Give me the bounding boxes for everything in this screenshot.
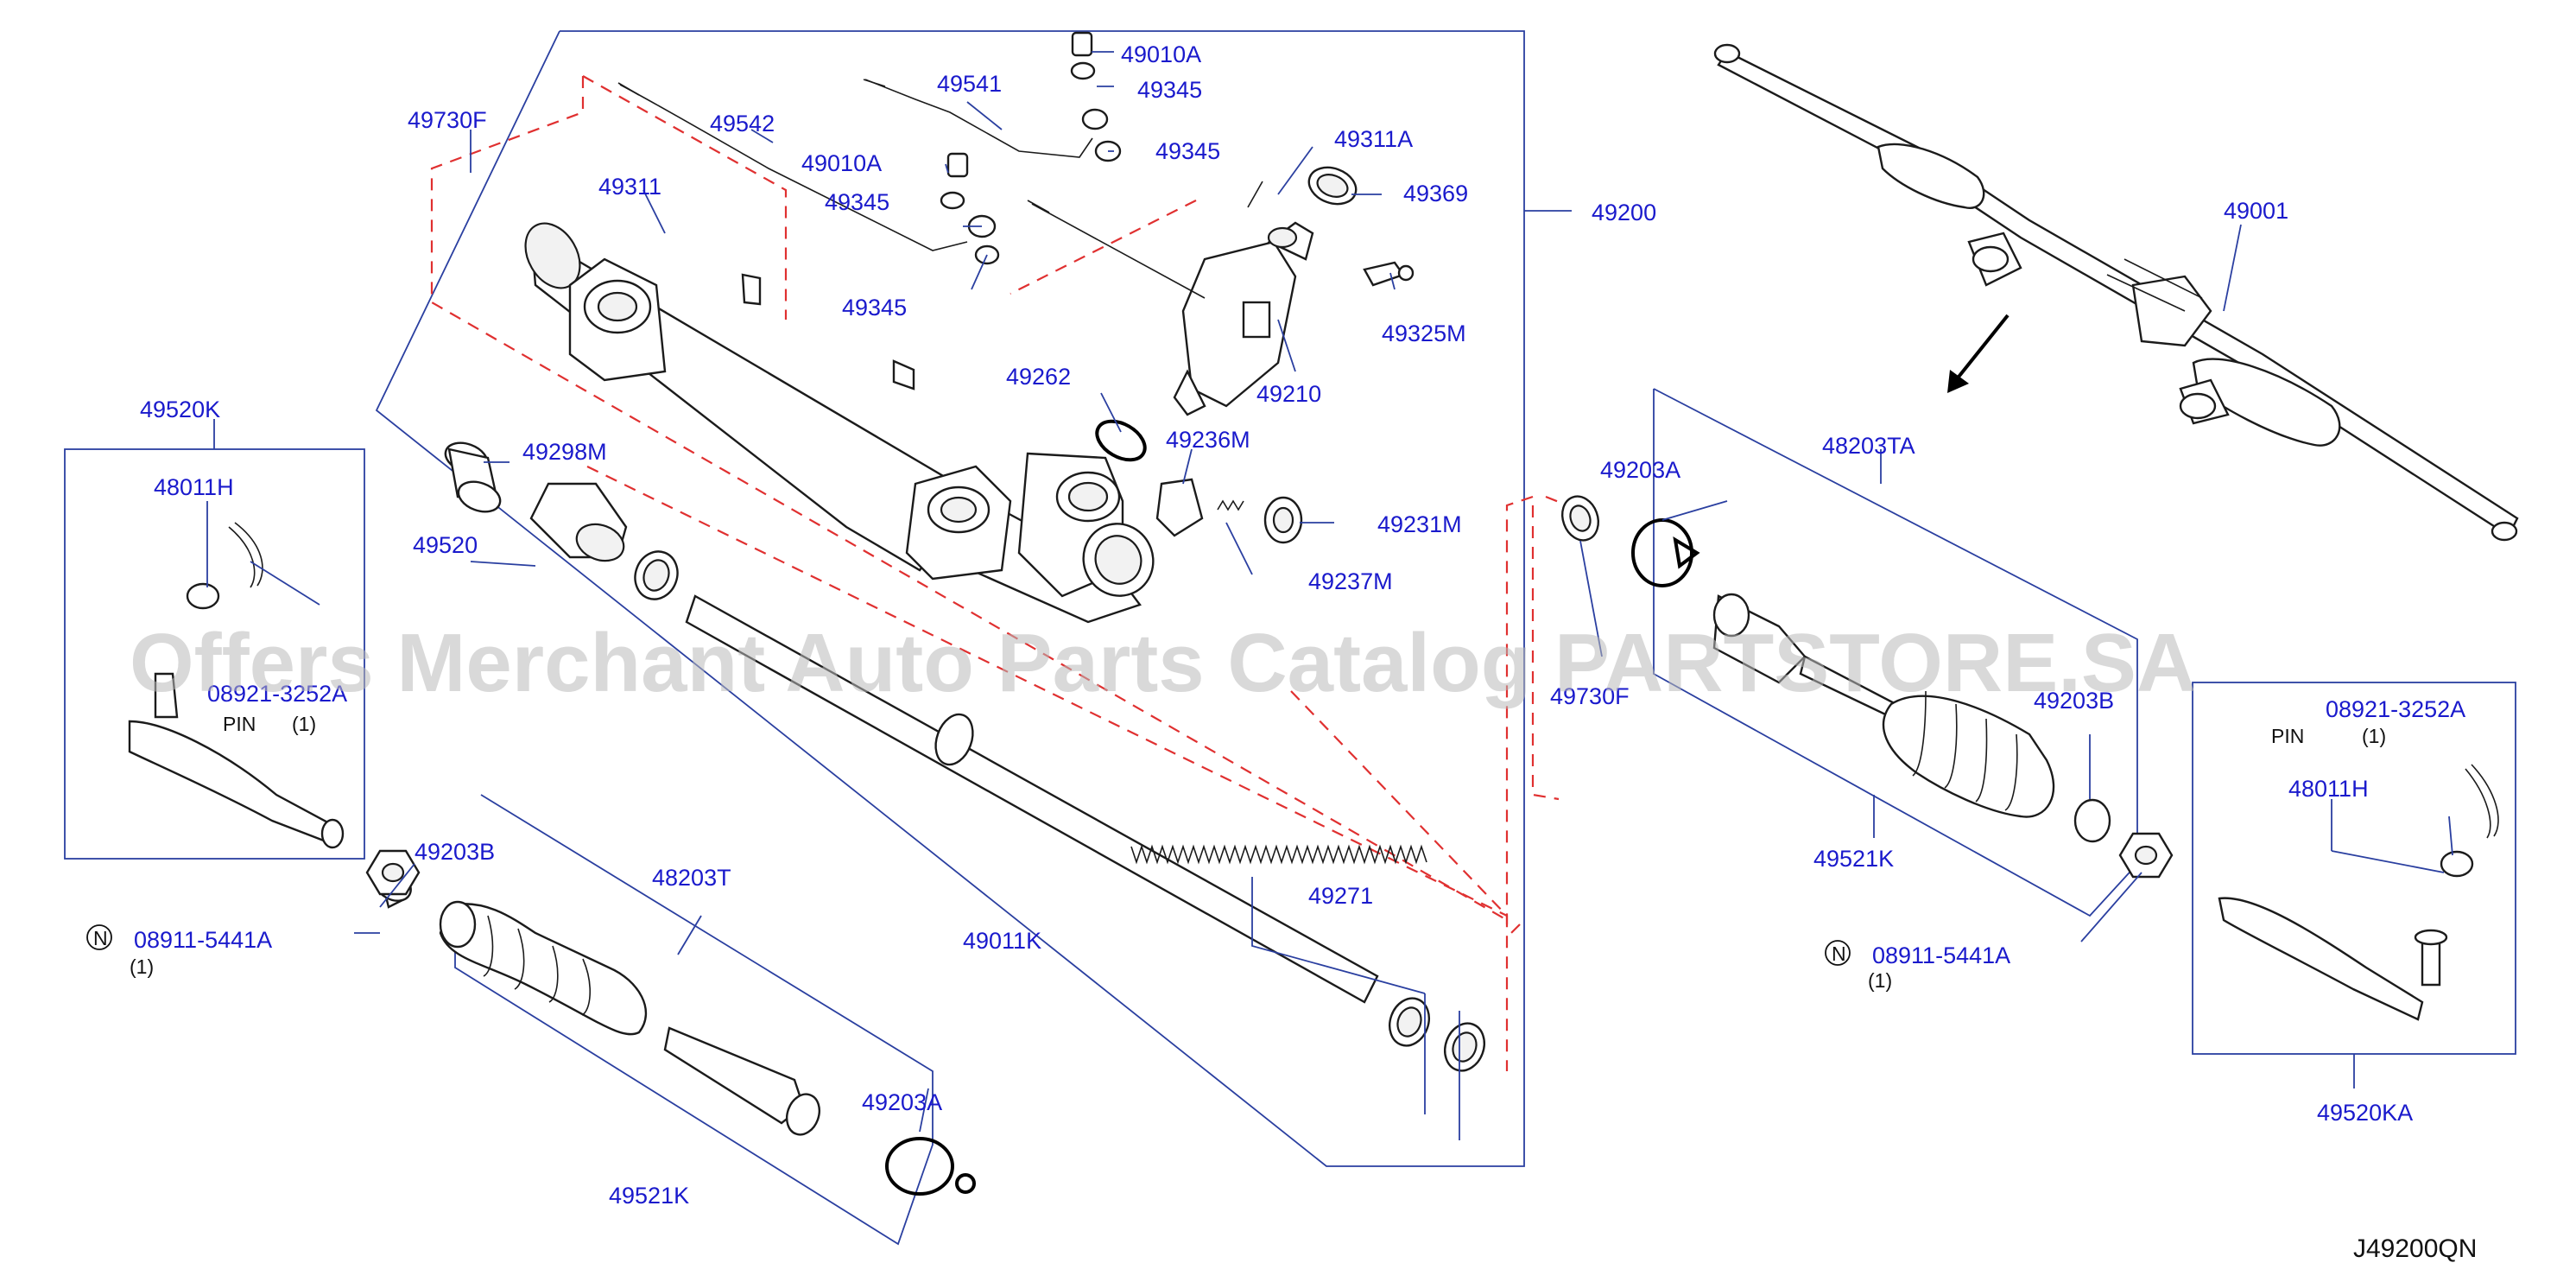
label-pin-right-qty: (1) bbox=[2362, 725, 2386, 747]
right-outer-tie-rod bbox=[2218, 764, 2499, 1021]
n-symbol-left: N bbox=[93, 927, 108, 949]
label-48011H-left: 48011H bbox=[154, 474, 234, 500]
label-48203T: 48203T bbox=[652, 865, 731, 891]
label-pin-right: PIN bbox=[2271, 725, 2304, 747]
label-49345-c: 49345 bbox=[825, 189, 889, 215]
label-08921-left: 08921-3252A bbox=[207, 681, 347, 707]
part-labels: 49010A 49345 49541 49345 49542 49010A 49… bbox=[130, 41, 2465, 1209]
label-49345-a: 49345 bbox=[1137, 77, 1202, 103]
label-49730F-left: 49730F bbox=[408, 107, 487, 133]
label-pin-left: PIN bbox=[223, 713, 256, 735]
label-49237M: 49237M bbox=[1308, 568, 1393, 594]
label-49200: 49200 bbox=[1592, 200, 1656, 225]
label-48203TA: 48203TA bbox=[1822, 433, 1915, 459]
label-49520: 49520 bbox=[413, 532, 478, 558]
label-49010A-mid: 49010A bbox=[801, 150, 882, 176]
rack-bar bbox=[685, 594, 1485, 1140]
left-outer-tie-rod bbox=[128, 522, 345, 849]
label-49203B-right: 49203B bbox=[2034, 688, 2114, 714]
label-49010A-top: 49010A bbox=[1121, 41, 1201, 67]
label-49520K: 49520K bbox=[140, 397, 220, 422]
n-symbols: N N bbox=[86, 924, 1851, 966]
label-49521K-left: 49521K bbox=[609, 1183, 689, 1209]
label-49325M: 49325M bbox=[1382, 320, 1466, 346]
reference-code: J49200QN bbox=[2353, 1234, 2477, 1263]
label-49001: 49001 bbox=[2224, 198, 2288, 224]
right-boot-group bbox=[1561, 495, 2174, 879]
hydraulic-pipes bbox=[617, 79, 1263, 299]
label-49203A-right: 49203A bbox=[1600, 457, 1680, 483]
label-49231M: 49231M bbox=[1377, 511, 1462, 537]
label-49520KA: 49520KA bbox=[2317, 1100, 2413, 1126]
label-08921-right: 08921-3252A bbox=[2326, 696, 2465, 722]
label-49369: 49369 bbox=[1403, 181, 1468, 206]
pinion-valve bbox=[1173, 221, 1314, 416]
label-49011K: 49011K bbox=[963, 928, 1041, 954]
label-49345-b: 49345 bbox=[1155, 138, 1220, 164]
leader-lines bbox=[206, 51, 2453, 1133]
fittings-and-seals bbox=[444, 31, 1415, 600]
rack-housing bbox=[524, 222, 1155, 624]
assembly-outline bbox=[64, 30, 2516, 1246]
complete-rack-assembly bbox=[1713, 43, 2519, 542]
label-49311A: 49311A bbox=[1334, 126, 1413, 152]
label-49271: 49271 bbox=[1308, 883, 1373, 909]
label-48011H-right: 48011H bbox=[2288, 776, 2369, 802]
label-49542: 49542 bbox=[710, 111, 775, 136]
watermark: Offers Merchant Auto Parts Catalog PARTS… bbox=[130, 617, 2196, 709]
label-49298M: 49298M bbox=[522, 439, 607, 465]
label-49541: 49541 bbox=[937, 71, 1002, 97]
label-49730F-right: 49730F bbox=[1550, 683, 1630, 709]
label-49262: 49262 bbox=[1006, 364, 1071, 390]
label-49311: 49311 bbox=[598, 174, 661, 200]
label-49210: 49210 bbox=[1256, 381, 1321, 407]
label-08911-right: 08911-5441A bbox=[1872, 942, 2010, 968]
left-boot-group bbox=[374, 862, 976, 1196]
label-49203B-left: 49203B bbox=[415, 839, 495, 865]
label-08911-left-qty: (1) bbox=[130, 955, 154, 978]
left-nut bbox=[365, 849, 421, 896]
label-08911-right-qty: (1) bbox=[1868, 969, 1892, 992]
label-49203A-bottom: 49203A bbox=[862, 1089, 942, 1115]
label-pin-left-qty: (1) bbox=[292, 713, 316, 735]
label-49521K-right: 49521K bbox=[1813, 846, 1894, 872]
label-49345-d: 49345 bbox=[842, 295, 907, 320]
phantom-housing-outline bbox=[430, 75, 1590, 1071]
n-symbol-right: N bbox=[1832, 942, 1846, 965]
label-08911-left: 08911-5441A bbox=[134, 927, 272, 953]
label-49236M: 49236M bbox=[1166, 427, 1250, 453]
